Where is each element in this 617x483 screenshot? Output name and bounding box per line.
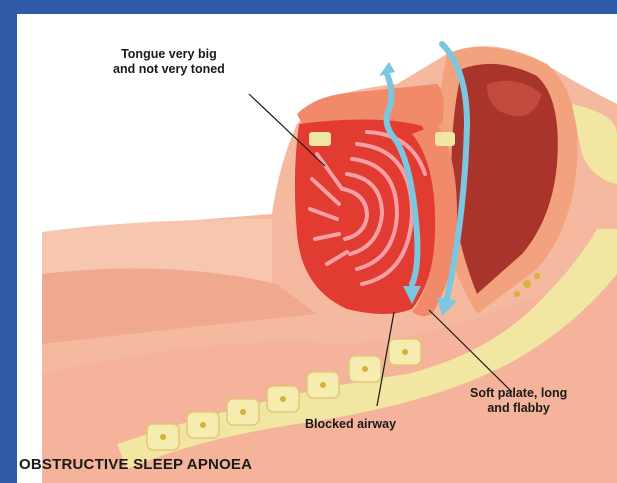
tongue-label-line1: Tongue very big [113,47,225,62]
blocked-airway-label: Blocked airway [305,417,396,432]
soft-palate-label: Soft palate, long and flabby [470,386,567,416]
tongue-label: Tongue very big and not very toned [113,47,225,77]
tongue-label-line2: and not very toned [113,62,225,77]
diagram-caption: OBSTRUCTIVE SLEEP APNOEA [19,456,252,473]
soft-palate-label-line2: and flabby [470,401,567,416]
soft-palate-label-line1: Soft palate, long [470,386,567,401]
diagram-frame: Tongue very big and not very toned Block… [17,14,617,483]
